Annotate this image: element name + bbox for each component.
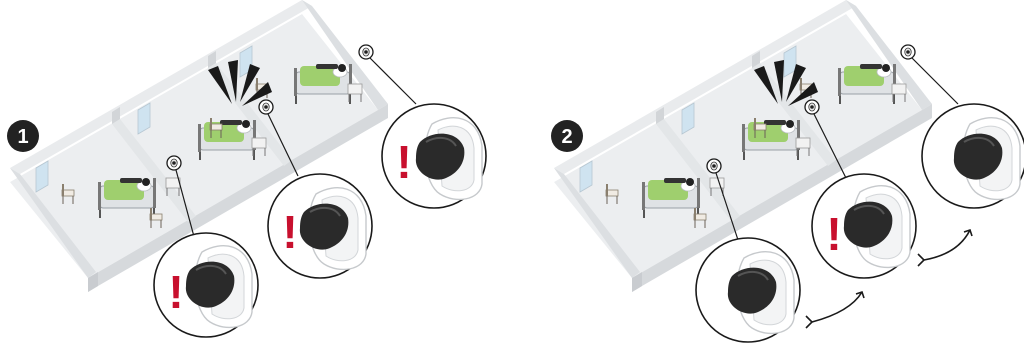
camera-zoom-1: ! xyxy=(154,233,258,337)
double-arrow-icon xyxy=(918,230,972,266)
wall-camera-1 xyxy=(707,159,721,173)
wall-camera-2 xyxy=(259,100,273,114)
alert-icon: ! xyxy=(826,208,841,260)
wall-camera-3 xyxy=(359,45,373,59)
wall-camera-3 xyxy=(901,45,915,59)
wall-camera-2 xyxy=(805,100,819,114)
alert-icon: ! xyxy=(168,266,183,318)
panel-1: 1 ! ! ! xyxy=(7,0,486,337)
alert-icon: ! xyxy=(282,206,297,258)
camera-zoom-3 xyxy=(922,104,1024,208)
camera-zoom-1 xyxy=(696,238,800,342)
camera-zoom-3: ! xyxy=(382,104,486,208)
panel-2-badge: 2 xyxy=(551,120,583,152)
panel-1-badge: 1 xyxy=(7,120,39,152)
panel-2: 2 ! xyxy=(551,0,1024,342)
panel-2-badge-number: 2 xyxy=(561,126,572,148)
wall-camera-1 xyxy=(167,156,181,170)
double-arrow-icon xyxy=(806,292,864,328)
panel-1-badge-number: 1 xyxy=(17,126,28,148)
camera-zoom-2: ! xyxy=(268,174,372,278)
camera-zoom-2: ! xyxy=(812,174,916,278)
alert-icon: ! xyxy=(396,136,411,188)
